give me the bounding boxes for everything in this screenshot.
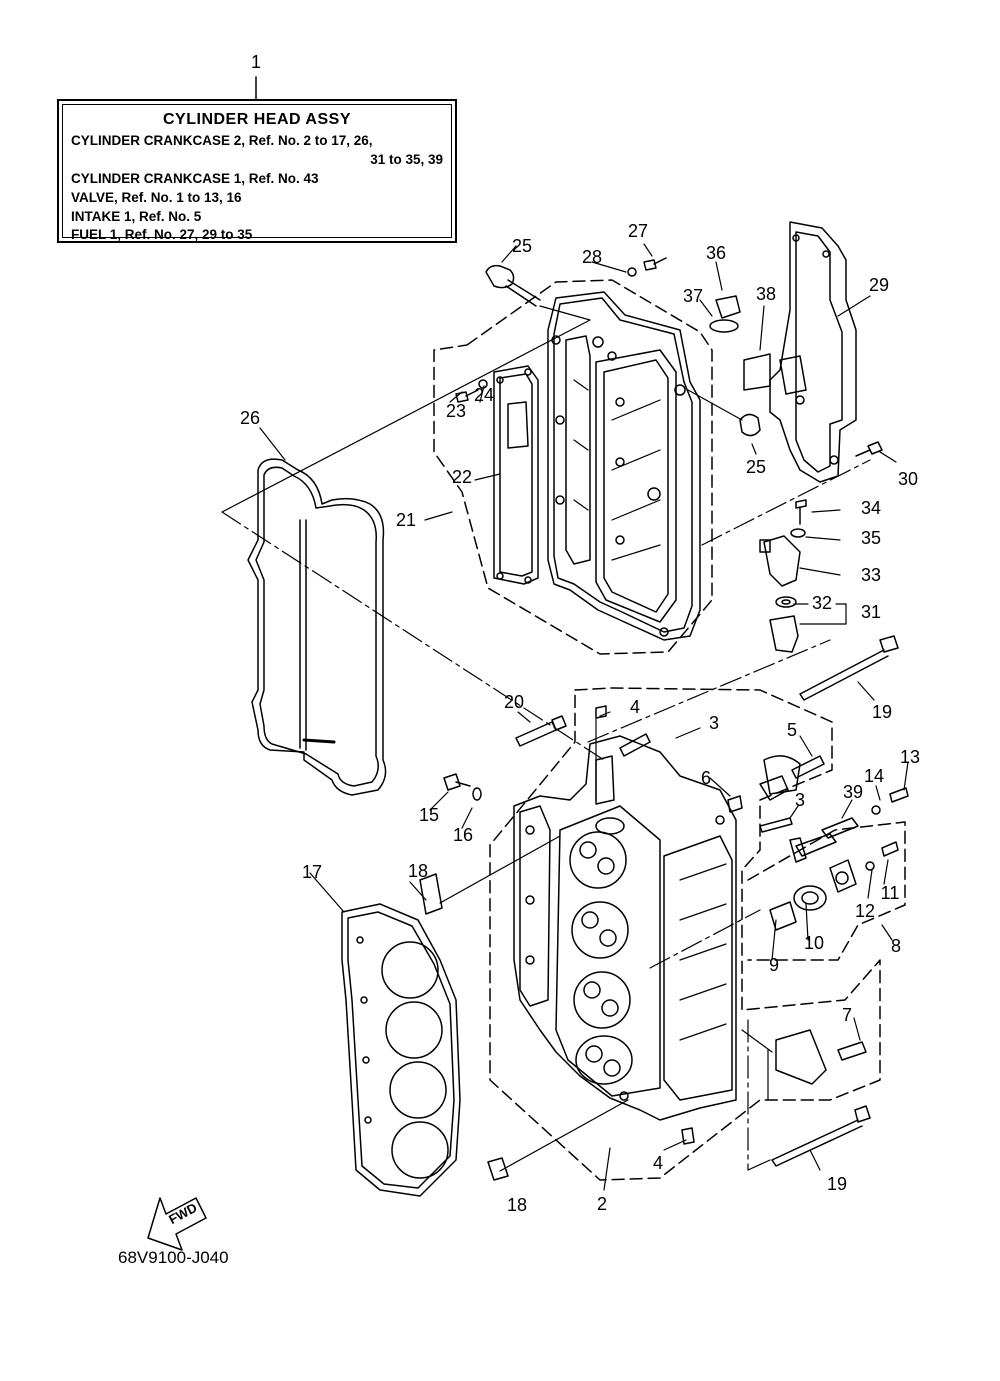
callout-25: 25 — [511, 236, 533, 256]
legend-line: INTAKE 1, Ref. No. 5 — [71, 209, 202, 224]
callout-17: 17 — [301, 862, 323, 882]
callout-23: 23 — [445, 401, 467, 421]
callout-3: 3 — [708, 713, 720, 733]
callout-13: 13 — [899, 747, 921, 767]
upper-small-parts — [455, 257, 883, 653]
group-outline-block — [489, 687, 906, 1181]
callout-36: 36 — [705, 243, 727, 263]
callout-25: 25 — [745, 457, 767, 477]
callout-12: 12 — [854, 901, 876, 921]
callout-16: 16 — [452, 825, 474, 845]
part-long-bolt-19 — [771, 635, 899, 1167]
callout-24: 24 — [473, 385, 495, 405]
diagram-code: 68V9100-J040 — [118, 1248, 229, 1267]
part-gasket-26 — [247, 458, 387, 796]
callout-8: 8 — [890, 936, 902, 956]
part-bracket-29 — [769, 221, 857, 483]
callout-26: 26 — [239, 408, 261, 428]
callout-38: 38 — [755, 284, 777, 304]
callout-19: 19 — [871, 702, 893, 722]
callout-3: 3 — [794, 790, 806, 810]
callout-11: 11 — [880, 883, 900, 903]
callout-4: 4 — [652, 1153, 664, 1173]
block-small-parts — [419, 705, 909, 1181]
callout-22: 22 — [451, 467, 473, 487]
callout-15: 15 — [418, 805, 440, 825]
callout-35: 35 — [860, 528, 882, 548]
callout-5: 5 — [786, 720, 798, 740]
callout-39: 39 — [842, 782, 864, 802]
callout-31: 31 — [860, 602, 882, 622]
leader-lines — [221, 243, 909, 1191]
part-head-cover-21 — [547, 291, 701, 641]
part-head-gasket-17 — [341, 903, 461, 1197]
part-cover-plate-22 — [493, 365, 539, 585]
callout-32: 32 — [811, 593, 833, 613]
fwd-arrow-icon — [147, 1197, 207, 1251]
callout-4: 4 — [629, 697, 641, 717]
callout-2: 2 — [596, 1194, 608, 1214]
callout-20: 20 — [503, 692, 525, 712]
callout-27: 27 — [627, 221, 649, 241]
callout-19: 19 — [826, 1174, 848, 1194]
callout-10: 10 — [803, 933, 825, 953]
callout-33: 33 — [860, 565, 882, 585]
assembly-legend: CYLINDER HEAD ASSY CYLINDER CRANKCASE 2,… — [57, 99, 457, 243]
callout-21: 21 — [395, 510, 417, 530]
legend-line: CYLINDER CRANKCASE 1, Ref. No. 43 — [71, 171, 319, 186]
callout-9: 9 — [768, 955, 780, 975]
group-outline-cover — [433, 279, 713, 655]
legend-line: 31 to 35, 39 — [370, 152, 443, 167]
callout-6: 6 — [700, 768, 712, 788]
legend-title: CYLINDER HEAD ASSY — [163, 111, 351, 128]
callout-30: 30 — [897, 469, 919, 489]
callout-14: 14 — [863, 766, 885, 786]
legend-line: VALVE, Ref. No. 1 to 13, 16 — [71, 190, 242, 205]
callout-1: 1 — [250, 52, 262, 72]
callout-37: 37 — [682, 286, 704, 306]
callout-34: 34 — [860, 498, 882, 518]
legend-line: CYLINDER CRANKCASE 2, Ref. No. 2 to 17, … — [71, 133, 373, 148]
callout-7: 7 — [841, 1005, 853, 1025]
callout-18: 18 — [506, 1195, 528, 1215]
legend-line: FUEL 1, Ref. No. 27, 29 to 35 — [71, 227, 253, 242]
callout-28: 28 — [581, 247, 603, 267]
callout-29: 29 — [868, 275, 890, 295]
part-cylinder-block-2 — [513, 735, 737, 1121]
callout-18: 18 — [407, 861, 429, 881]
